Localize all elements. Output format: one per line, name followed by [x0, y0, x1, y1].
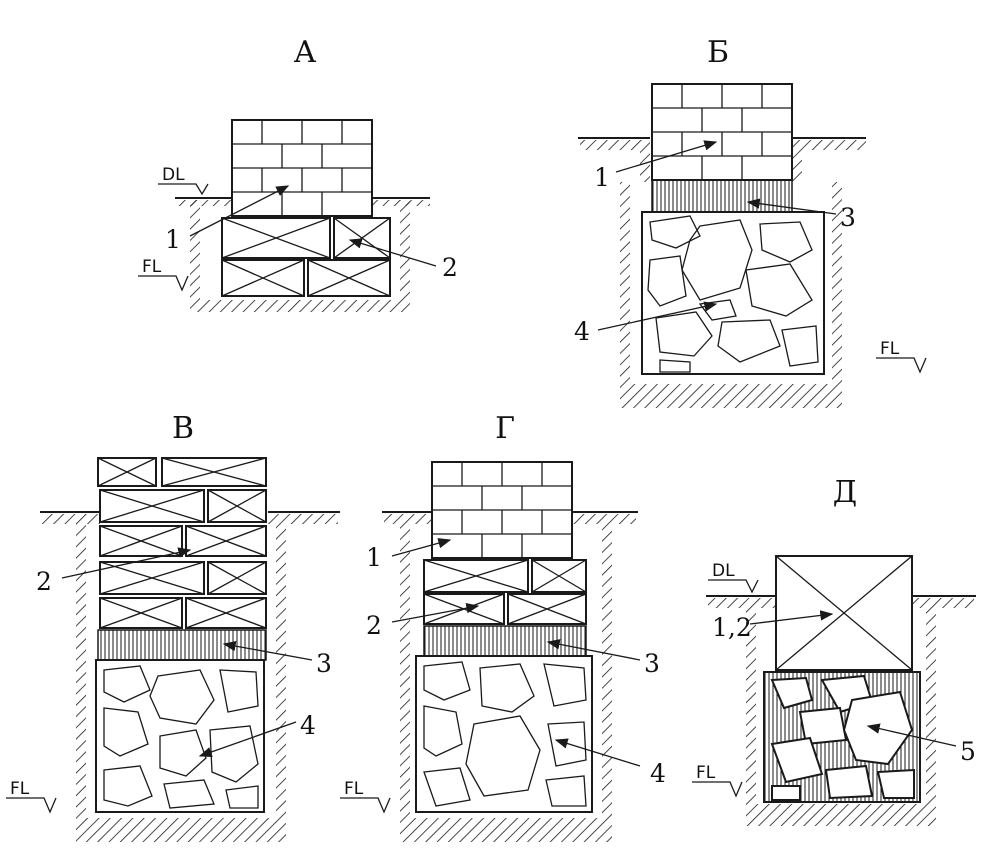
- level-mark-dl: DL: [158, 165, 209, 196]
- soil-hatch: [746, 608, 936, 826]
- brick-wall: [231, 119, 373, 217]
- soil-hatch: [620, 182, 842, 408]
- brick-wall: [431, 461, 573, 559]
- level-mark-fl: FL: [6, 779, 57, 814]
- callout-label: 3: [644, 649, 660, 678]
- figure-g: Г: [340, 411, 666, 842]
- figure-v: В: [6, 411, 340, 842]
- svg-text:FL: FL: [696, 763, 716, 783]
- rubble-stone-base: [95, 659, 265, 813]
- level-mark-dl: DL: [708, 561, 759, 594]
- svg-text:DL: DL: [712, 561, 735, 581]
- soil-hatch: [190, 200, 410, 312]
- callout-label: 4: [300, 711, 316, 740]
- concrete-blocks: [423, 559, 587, 625]
- level-mark-fl: FL: [340, 779, 391, 814]
- callout-label: 1,2: [712, 613, 752, 642]
- svg-text:FL: FL: [142, 257, 162, 277]
- callout-label: 2: [366, 611, 382, 640]
- callout-label: 4: [650, 759, 666, 788]
- figure-d: Д DL FL: [692, 475, 976, 826]
- figure-title: В: [172, 411, 194, 446]
- rubble-stone-base: [641, 211, 825, 375]
- callout-label: 3: [316, 649, 332, 678]
- level-mark-fl: FL: [876, 339, 927, 374]
- concrete-blocks: [221, 217, 391, 297]
- concrete-block: [775, 555, 913, 671]
- callout-label: 1: [165, 225, 181, 254]
- mortar-layer: [97, 629, 267, 661]
- concrete-block-wall: [97, 457, 267, 629]
- mortar-layer: [423, 625, 587, 657]
- callout-label: 1: [594, 163, 610, 192]
- callout-label: 3: [840, 203, 856, 232]
- figure-b: Б: [574, 35, 927, 408]
- callout-label: 2: [36, 567, 52, 596]
- rubble-concrete-base: [763, 671, 921, 803]
- level-mark-fl: FL: [138, 257, 189, 292]
- svg-text:FL: FL: [880, 339, 900, 359]
- callout-label: 2: [442, 253, 458, 282]
- figure-title: Г: [495, 411, 515, 446]
- brick-wall: [651, 83, 793, 181]
- rubble-stone-base: [415, 655, 593, 813]
- figure-title: А: [294, 35, 317, 70]
- svg-text:DL: DL: [162, 165, 185, 185]
- figure-title: Б: [707, 35, 729, 70]
- svg-text:FL: FL: [10, 779, 30, 799]
- figure-a: А: [138, 35, 458, 312]
- level-mark-fl: FL: [692, 763, 743, 798]
- figure-title: Д: [833, 475, 857, 510]
- callout-label: 4: [574, 317, 590, 346]
- svg-text:FL: FL: [344, 779, 364, 799]
- mortar-layer: [651, 179, 793, 213]
- callout-label: 5: [960, 737, 976, 766]
- callout-label: 1: [366, 543, 382, 572]
